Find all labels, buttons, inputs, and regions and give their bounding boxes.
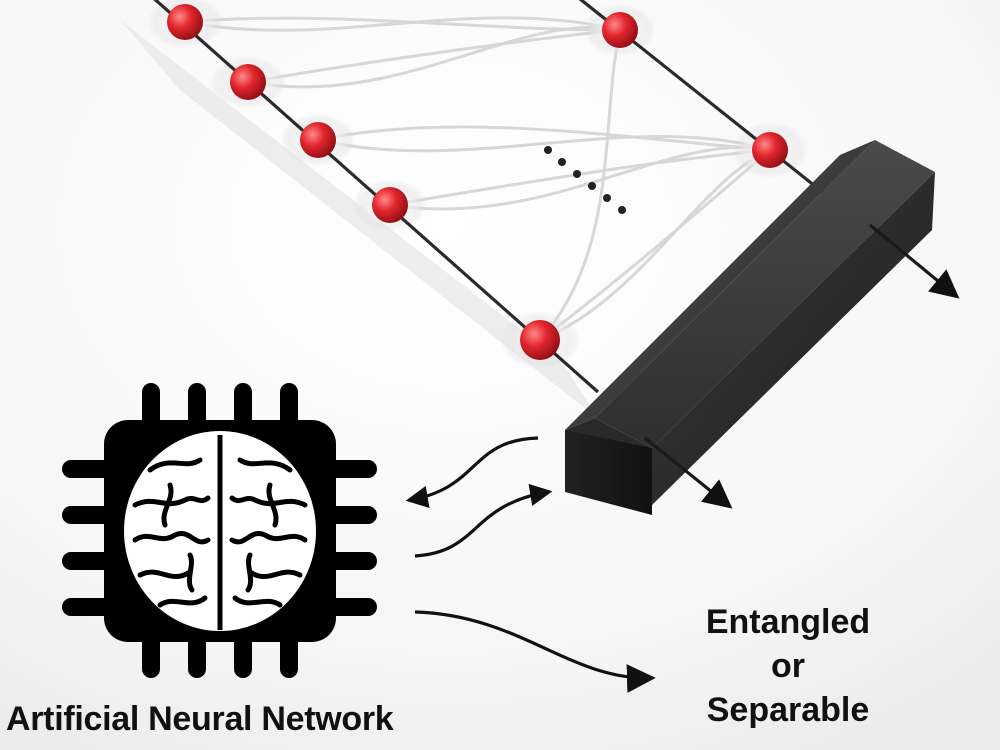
result-or: or <box>771 647 805 685</box>
ann-caption: Artificial Neural Network <box>6 700 394 738</box>
qubit-node <box>167 4 203 40</box>
brain-chip-icon <box>62 383 377 678</box>
qubit-node <box>230 64 266 100</box>
ellipsis-dots <box>544 146 626 214</box>
measurement-block <box>565 140 935 515</box>
feedback-arrow <box>405 436 539 508</box>
qubit-node <box>372 187 408 223</box>
measurement-arrows <box>643 223 960 509</box>
input-arrow <box>414 483 553 558</box>
qubit-node <box>752 132 788 168</box>
qubit-node <box>520 320 560 360</box>
left-wire <box>153 0 600 394</box>
classification-result: Entangled or Separable <box>668 600 908 732</box>
qubit-node <box>300 122 336 158</box>
classification-arrow <box>414 610 656 693</box>
result-entangled: Entangled <box>705 603 871 641</box>
flow-arrows <box>405 436 656 693</box>
result-separable: Separable <box>706 691 870 729</box>
qubit-node <box>602 12 638 48</box>
qubit-nodes <box>167 4 788 360</box>
left-output-arrow <box>643 436 733 509</box>
right-output-arrow <box>868 223 960 299</box>
